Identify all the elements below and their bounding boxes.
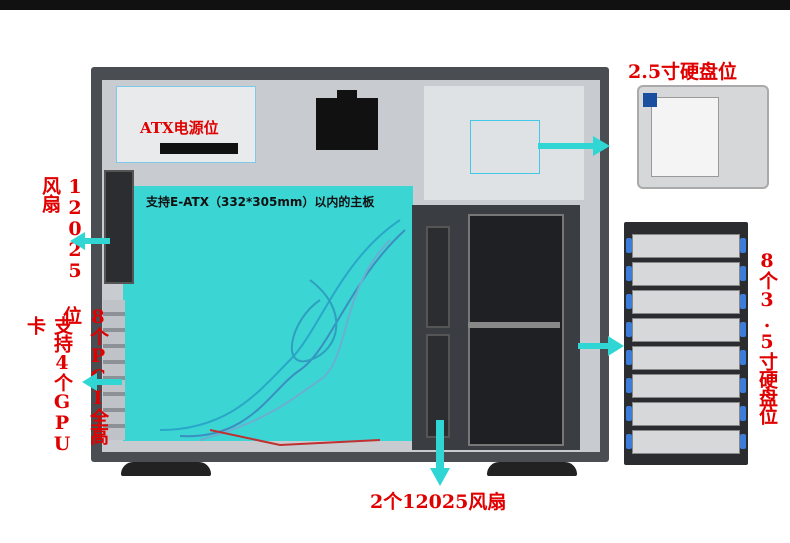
arrow-down-icon [430,420,450,486]
rear-fan-label: 12025风扇 [39,176,86,281]
rear-fan [104,170,134,284]
io-cutout-tab [337,90,357,100]
drive-bay [626,374,746,398]
drive-bay [626,346,746,370]
cage-divider [468,322,560,328]
motherboard-label: 支持E-ATX（332*305mm）以内的主板 [146,195,375,209]
hdd25-label: 2.5寸硬盘位 [628,61,738,83]
drive-bay [626,318,746,342]
pci-label: 8个PCI全高位 [60,306,109,444]
hdd35-label: 8个3.5寸硬盘位 [756,250,778,424]
arrow-right-icon [578,336,624,356]
hdd25-image [637,85,769,189]
arrow-left-icon [70,232,110,250]
drive-bay [626,430,746,454]
hdd-brand-logo [643,93,657,107]
drive-cage-interior [468,214,564,446]
drive-bay [626,234,746,258]
pci-slots [103,300,125,440]
arrow-left-icon [82,373,122,391]
chassis-foot-left [121,462,211,476]
psu-label: ATX电源位 [140,119,219,137]
io-cutout [316,98,378,150]
arrow-right-icon [538,136,610,156]
motherboard-area [123,186,413,441]
hdd25-mount-outline [470,120,540,174]
hdd25-sticker [651,97,719,177]
top-border [0,0,790,10]
hdd35-cage [624,222,748,465]
drive-bay [626,402,746,426]
front-fan-1 [426,226,450,328]
front-fans-label: 2个12025风扇 [370,491,507,513]
drive-bay [626,290,746,314]
psu-slot [160,143,238,154]
drive-bay [626,262,746,286]
chassis-foot-right [487,462,577,476]
gpu-label: 支持4个GPU卡 [24,316,73,454]
cable-bundle [159,219,406,447]
